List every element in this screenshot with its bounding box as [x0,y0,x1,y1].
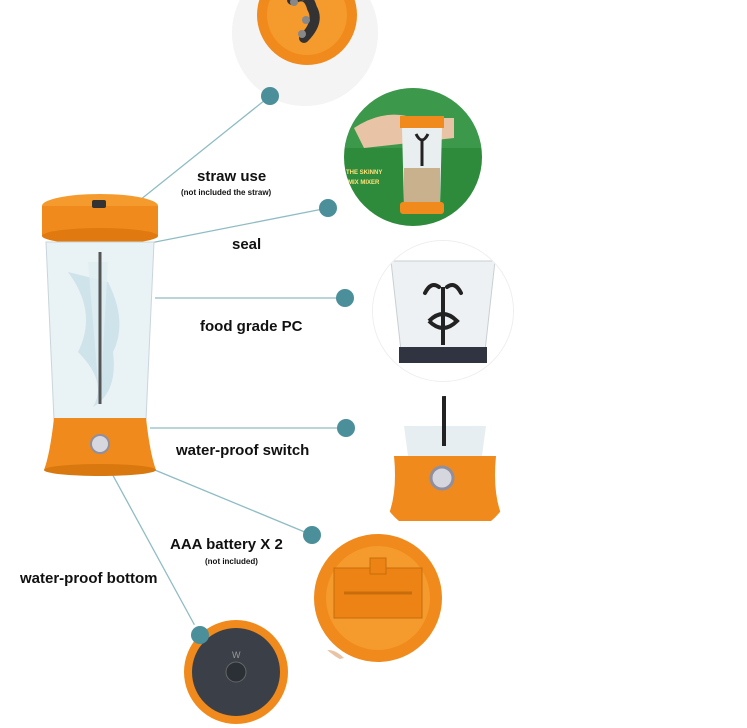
bottom-mark: W [232,650,241,660]
label-bottom: water-proof bottom [20,570,158,587]
label-straw-use: straw use [197,168,267,185]
svg-text:THE SKINNY: THE SKINNY [346,170,382,176]
label-food-grade: food grade PC [200,318,303,335]
label-straw-note: (not included the straw) [181,188,272,197]
label-battery-note: (not included) [205,557,258,566]
label-seal: seal [232,236,262,253]
battery-compartment-photo [304,528,444,668]
hand-mixer-photo: THE SKINNY MIX MIXER [344,88,482,226]
mixer-bottle-image [42,194,158,476]
dot-bottom [191,626,209,644]
switch-closeup-photo [374,396,516,538]
label-switch: water-proof switch [176,442,310,459]
dot-straw [261,87,279,105]
connector-lines [109,95,346,636]
lid-closeup-photo [232,0,378,106]
inside-blade-photo [372,240,514,382]
dot-battery [303,526,321,544]
dot-seal [319,199,337,217]
svg-text:MIX MIXER: MIX MIXER [348,180,380,186]
label-battery: AAA battery X 2 [170,536,283,553]
bottom-closeup-photo: W [176,608,296,728]
dot-switch [337,419,355,437]
dot-food-grade [336,289,354,307]
